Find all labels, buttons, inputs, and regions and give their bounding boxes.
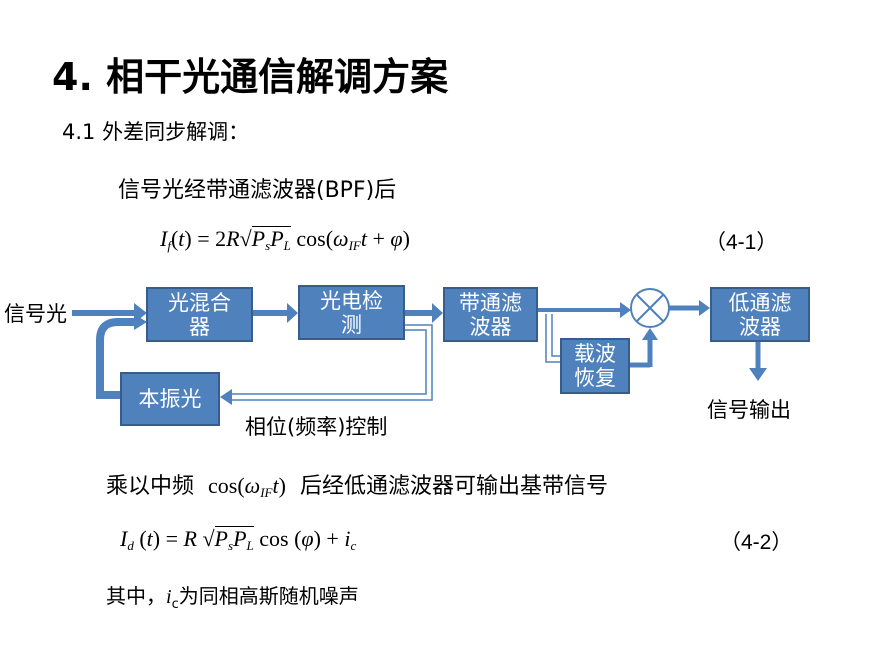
- eq1-omega-sub: IF: [348, 238, 361, 253]
- mid-cos: cos: [208, 473, 238, 498]
- mid-prefix: 乘以中频: [106, 474, 195, 499]
- eq1-sqrt: PsPL: [251, 226, 291, 253]
- eq1-P1-sub: s: [265, 238, 271, 253]
- eq1-lhs: I: [160, 226, 168, 251]
- eq2-phi: φ: [301, 526, 314, 551]
- eq2-arg: t: [146, 526, 153, 551]
- input-signal-label: 信号光: [4, 302, 67, 326]
- eq2-lhs: I: [120, 526, 128, 551]
- eq2-i: i: [344, 526, 351, 551]
- eq1-P2-sub: L: [283, 238, 291, 253]
- last-i: i: [166, 586, 172, 608]
- phase-control-label: 相位(频率)控制: [245, 415, 388, 439]
- mid-t: t: [272, 473, 279, 498]
- bandpass-filter-block: 带通滤波器: [443, 287, 538, 342]
- eq2-R: R: [183, 526, 197, 551]
- mid-omega: ω: [244, 473, 261, 498]
- eq2-lhs-sub: d: [127, 538, 134, 553]
- arrow-lo-mixer: [96, 318, 138, 399]
- eq1-lhs-sub: f: [167, 238, 171, 253]
- eq2-cos: cos: [259, 526, 289, 551]
- arrow-bpf-carrier: [545, 314, 560, 363]
- carrier-recovery-label: 载波恢复: [574, 342, 616, 390]
- optical-mixer-label: 光混合器: [168, 290, 231, 339]
- last-i-sub: c: [171, 597, 179, 612]
- noise-description: 其中，ic为同相高斯随机噪声: [106, 580, 359, 612]
- feedback-control-line: [228, 324, 433, 401]
- block-diagram: [72, 288, 767, 405]
- eq2-plus: +: [326, 526, 339, 551]
- carrier-recovery-block: 载波恢复: [560, 338, 630, 394]
- equation-number-4-2: （4-2）: [720, 531, 793, 554]
- photodetector-label: 光电检测: [320, 288, 383, 337]
- local-oscillator-label: 本振光: [138, 387, 202, 411]
- eq2-P1-sub: s: [228, 538, 234, 553]
- photodetector-block: 光电检测: [298, 285, 405, 340]
- page-title: 4. 相干光通信解调方案: [52, 55, 449, 99]
- eq1-omega: ω: [333, 226, 349, 251]
- lowpass-filter-block: 低通滤波器: [710, 287, 810, 342]
- eq1-cos: cos: [296, 226, 326, 251]
- last-suffix: 为同相高斯随机噪声: [178, 584, 359, 608]
- mixing-description: 乘以中频 cos(ωIFt) 后经低通滤波器可输出基带信号: [106, 473, 608, 500]
- eq1-P1: P: [251, 226, 266, 251]
- mid-omega-sub: IF: [260, 485, 273, 500]
- optical-mixer-block: 光混合器: [146, 287, 253, 342]
- last-prefix: 其中，: [106, 584, 166, 608]
- eq2-P2: P: [233, 526, 247, 551]
- eq1-arg: t: [178, 226, 185, 251]
- equation-4-1: If(t) = 2R√PsPL cos(ωIFt + φ): [160, 226, 410, 253]
- intro-text: 信号光经带通滤波器(BPF)后: [118, 178, 397, 203]
- eq2-P2-sub: L: [246, 538, 254, 553]
- equation-number-4-1: （4-1）: [705, 231, 778, 254]
- local-oscillator-block: 本振光: [120, 372, 220, 426]
- eq1-phi: φ: [390, 226, 403, 251]
- eq1-R: R: [226, 226, 240, 251]
- eq1-coef: 2: [215, 226, 227, 251]
- eq2-sqrt: PsPL: [214, 526, 254, 553]
- eq2-i-sub: c: [350, 538, 357, 553]
- eq1-P2: P: [270, 226, 284, 251]
- signal-output-label: 信号输出: [707, 398, 791, 422]
- eq2-P1: P: [214, 526, 228, 551]
- section-heading: 4.1 外差同步解调：: [62, 120, 250, 144]
- bandpass-filter-label: 带通滤波器: [459, 290, 522, 339]
- mid-suffix: 后经低通滤波器可输出基带信号: [299, 474, 608, 499]
- equation-4-2: Id (t) = R √PsPL cos (φ) + ic: [120, 526, 357, 553]
- lowpass-filter-label: 低通滤波器: [728, 290, 792, 339]
